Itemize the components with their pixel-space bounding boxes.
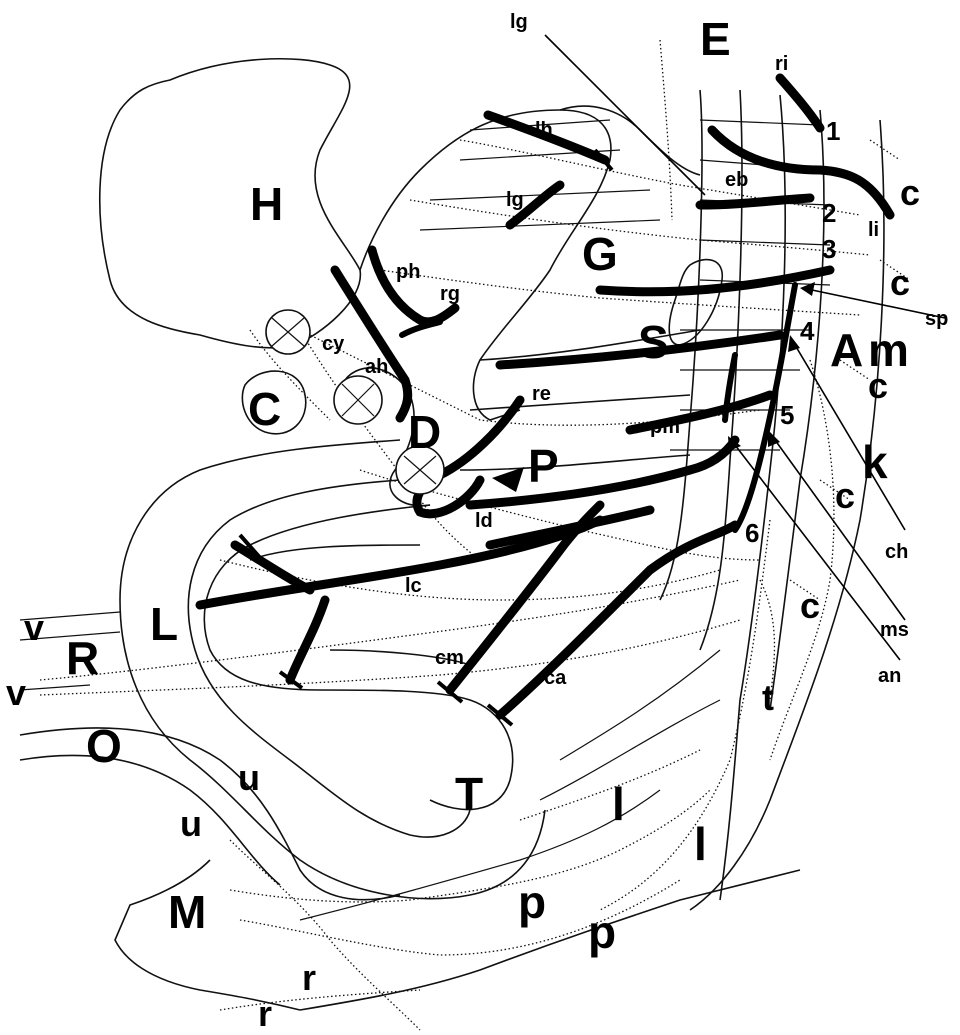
- nerve-lc-down: [290, 600, 325, 680]
- label-O: O: [86, 720, 122, 772]
- nerve-ca: [500, 525, 735, 715]
- rectum-outline: [20, 728, 400, 900]
- label-G: G: [582, 228, 618, 280]
- nerve-cm: [450, 505, 600, 690]
- leader-lg: [545, 35, 705, 195]
- nerve-label-lg-upper: lg: [510, 11, 528, 33]
- label-M: M: [168, 886, 206, 938]
- level-5: 5: [780, 400, 794, 430]
- label-p-1: p: [518, 876, 546, 928]
- level-1: 1: [826, 116, 840, 146]
- label-l-2: l: [694, 818, 707, 870]
- nerve-label-ch: ch: [885, 541, 908, 563]
- liver-outline: [100, 59, 361, 348]
- nerve-label-eb: eb: [725, 169, 748, 191]
- nerve-label-re: re: [532, 383, 551, 405]
- stomach-fundus: [560, 106, 700, 175]
- label-u-1: u: [238, 757, 260, 798]
- label-S: S: [638, 316, 669, 368]
- nerve-label-ph: ph: [396, 261, 420, 283]
- label-c-4: c: [835, 475, 855, 516]
- label-u-2: u: [180, 803, 202, 844]
- nerve-label-rg: rg: [440, 283, 460, 305]
- nerve-label-ms: ms: [880, 619, 909, 641]
- label-p-2: p: [588, 906, 616, 958]
- label-c-5: c: [800, 585, 820, 626]
- label-v-2: v: [6, 672, 26, 713]
- nerve-label-ri: ri: [775, 53, 788, 75]
- nerve-label-ca: ca: [544, 667, 567, 689]
- label-T: T: [455, 768, 483, 820]
- label-D: D: [408, 406, 441, 458]
- label-c-2: c: [890, 262, 910, 303]
- label-C: C: [248, 383, 281, 435]
- nerve-label-ld: ld: [475, 510, 493, 532]
- label-R: R: [66, 632, 99, 684]
- label-m: m: [868, 324, 909, 376]
- nerve-label-lc: lc: [405, 575, 422, 597]
- colon-outline-inner: [188, 480, 470, 837]
- label-H: H: [250, 178, 283, 230]
- level-numbers: 1 2 3 4 5 6: [745, 116, 840, 548]
- nerve-label-li: li: [868, 219, 879, 241]
- label-P: P: [528, 440, 559, 492]
- nerve-label-ah: ah: [365, 356, 388, 378]
- nerve-label-sp: sp: [925, 308, 948, 330]
- label-l-1: l: [612, 778, 625, 830]
- label-k: k: [862, 436, 888, 488]
- nerve-label-lh: lh: [535, 119, 553, 141]
- label-r-2: r: [258, 993, 272, 1034]
- pancreas-arrowhead: [492, 467, 524, 492]
- label-A: A: [830, 324, 863, 376]
- nerve-label-pm: pm: [650, 416, 680, 438]
- label-c-1: c: [900, 172, 920, 213]
- label-r-1: r: [302, 957, 316, 998]
- pelvic-outline: [300, 870, 800, 1010]
- label-t: t: [762, 677, 774, 718]
- level-2: 2: [822, 198, 836, 228]
- level-3: 3: [822, 234, 836, 264]
- nerve-label-lg-lower: lg: [506, 189, 524, 211]
- level-6: 6: [745, 518, 759, 548]
- level-4: 4: [800, 316, 815, 346]
- label-E: E: [700, 13, 731, 65]
- mesentery-outline: [115, 860, 300, 1010]
- nerve-label-an: an: [878, 665, 901, 687]
- nerve-ri: [780, 78, 820, 128]
- label-v-1: v: [24, 607, 44, 648]
- label-L: L: [150, 598, 178, 650]
- nerve-label-cm: cm: [435, 647, 464, 669]
- nerve-label-cy: cy: [322, 333, 345, 355]
- nerve-lc-branch: [235, 545, 310, 590]
